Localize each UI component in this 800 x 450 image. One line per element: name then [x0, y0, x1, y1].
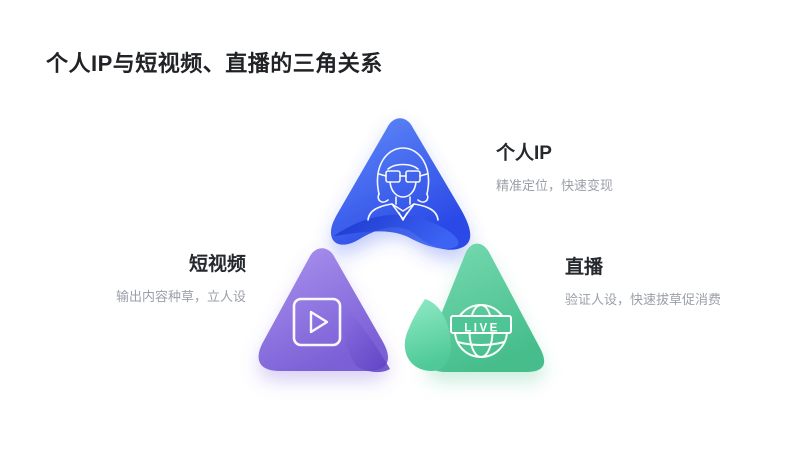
video-play-icon — [292, 297, 342, 347]
node-personal-ip-desc: 精准定位，快速变现 — [496, 178, 614, 193]
live-banner-text: LIVE — [464, 323, 500, 335]
triangle-personal-ip — [330, 118, 471, 250]
person-avatar-icon — [367, 147, 439, 221]
live-banner — [450, 315, 512, 334]
triangle-short-video — [258, 248, 390, 373]
node-short-video-title: 短视频 — [188, 254, 246, 275]
triangle-fold — [339, 300, 390, 373]
node-live-title: 直播 — [565, 257, 604, 278]
slide-title: 个人IP与短视频、直播的三角关系 — [46, 50, 383, 76]
triangle-swoosh — [334, 214, 459, 249]
node-personal-ip-title: 个人IP — [496, 143, 552, 164]
node-live-desc: 验证人设，快速拔草促消费 — [565, 292, 722, 307]
node-personal-ip: 个人IP 精准定位，快速变现 — [496, 143, 613, 194]
node-live: 直播 验证人设，快速拔草促消费 — [565, 257, 721, 308]
triangle-shape — [330, 118, 471, 250]
node-short-video-desc: 输出内容种草，立人设 — [115, 289, 246, 304]
triangle-petal-swoosh — [404, 299, 451, 371]
triangle-live: LIVE — [404, 243, 545, 372]
node-short-video: 短视频 输出内容种草，立人设 — [116, 254, 246, 305]
live-globe-icon: LIVE — [450, 304, 512, 358]
